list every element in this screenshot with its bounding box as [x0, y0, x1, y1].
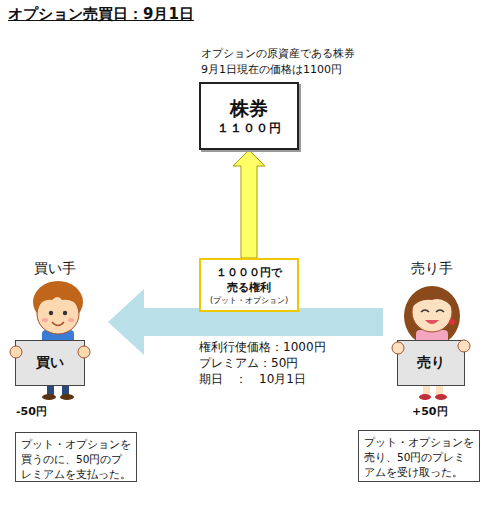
hair [404, 286, 460, 346]
eye [49, 311, 53, 315]
box-title: 株券 [230, 96, 268, 120]
eye [63, 311, 67, 315]
seller-party: 売り手売り [383, 258, 483, 386]
hand [392, 342, 404, 354]
option-text: １０００円で 売る権利 [201, 265, 297, 295]
note-box: プット・オプションを買うのに、50円のプレミアムを支払った。 [15, 432, 137, 482]
buyer-party: 買い手買い [8, 258, 108, 386]
cheek [42, 318, 48, 322]
hand [78, 346, 90, 358]
asset-box: オプションの原資産である株券 9月1日現在の価格は1100円株券１１００円 [199, 82, 299, 150]
note-text: プット・オプションを買うのに、50円のプレミアムを支払った。 [21, 437, 131, 482]
earring [449, 319, 455, 325]
cash-flow: +50円 [412, 404, 448, 419]
eye [421, 310, 429, 312]
note-text: プット・オプションを売り、50円のプレミアムを受け取った。 [364, 435, 474, 480]
cheek [68, 318, 74, 322]
shoe [60, 394, 74, 400]
party-heading: 買い手 [34, 260, 76, 278]
hand [10, 346, 22, 358]
sign-text: 売り [417, 354, 445, 372]
sign-board: 買い [15, 340, 85, 386]
diagram-title: オプション売買日：9月1日 [8, 5, 194, 24]
box-heading: オプションの原資産である株券 9月1日現在の価格は1100円 [201, 46, 373, 78]
note-box: プット・オプションを売り、50円のプレミアムを受け取った。 [358, 430, 480, 482]
term-text: プレミアム：50円 [199, 355, 298, 372]
sign-text: 買い [36, 354, 64, 372]
mouth [52, 322, 64, 326]
shoe [42, 394, 56, 400]
block-arrow [233, 150, 265, 258]
hair-fringe [411, 289, 454, 310]
price-text: １１００円 [217, 120, 282, 136]
hair-fringe [36, 291, 81, 308]
eye [436, 310, 444, 312]
party-heading: 売り手 [411, 260, 453, 278]
sign-board: 売り [397, 340, 465, 386]
block-arrow [108, 289, 383, 355]
shoe [435, 394, 447, 400]
cash-flow: -50円 [16, 404, 47, 419]
term-text: 権利行使価格：1000円 [199, 339, 326, 356]
mouth [425, 320, 439, 324]
shoe [419, 394, 431, 400]
hand [458, 340, 470, 352]
term-text: 期日 ： 10月1日 [199, 371, 306, 388]
option-type: (プット・オプション) [210, 295, 288, 306]
option-box: １０００円で 売る権利(プット・オプション) [199, 258, 299, 312]
